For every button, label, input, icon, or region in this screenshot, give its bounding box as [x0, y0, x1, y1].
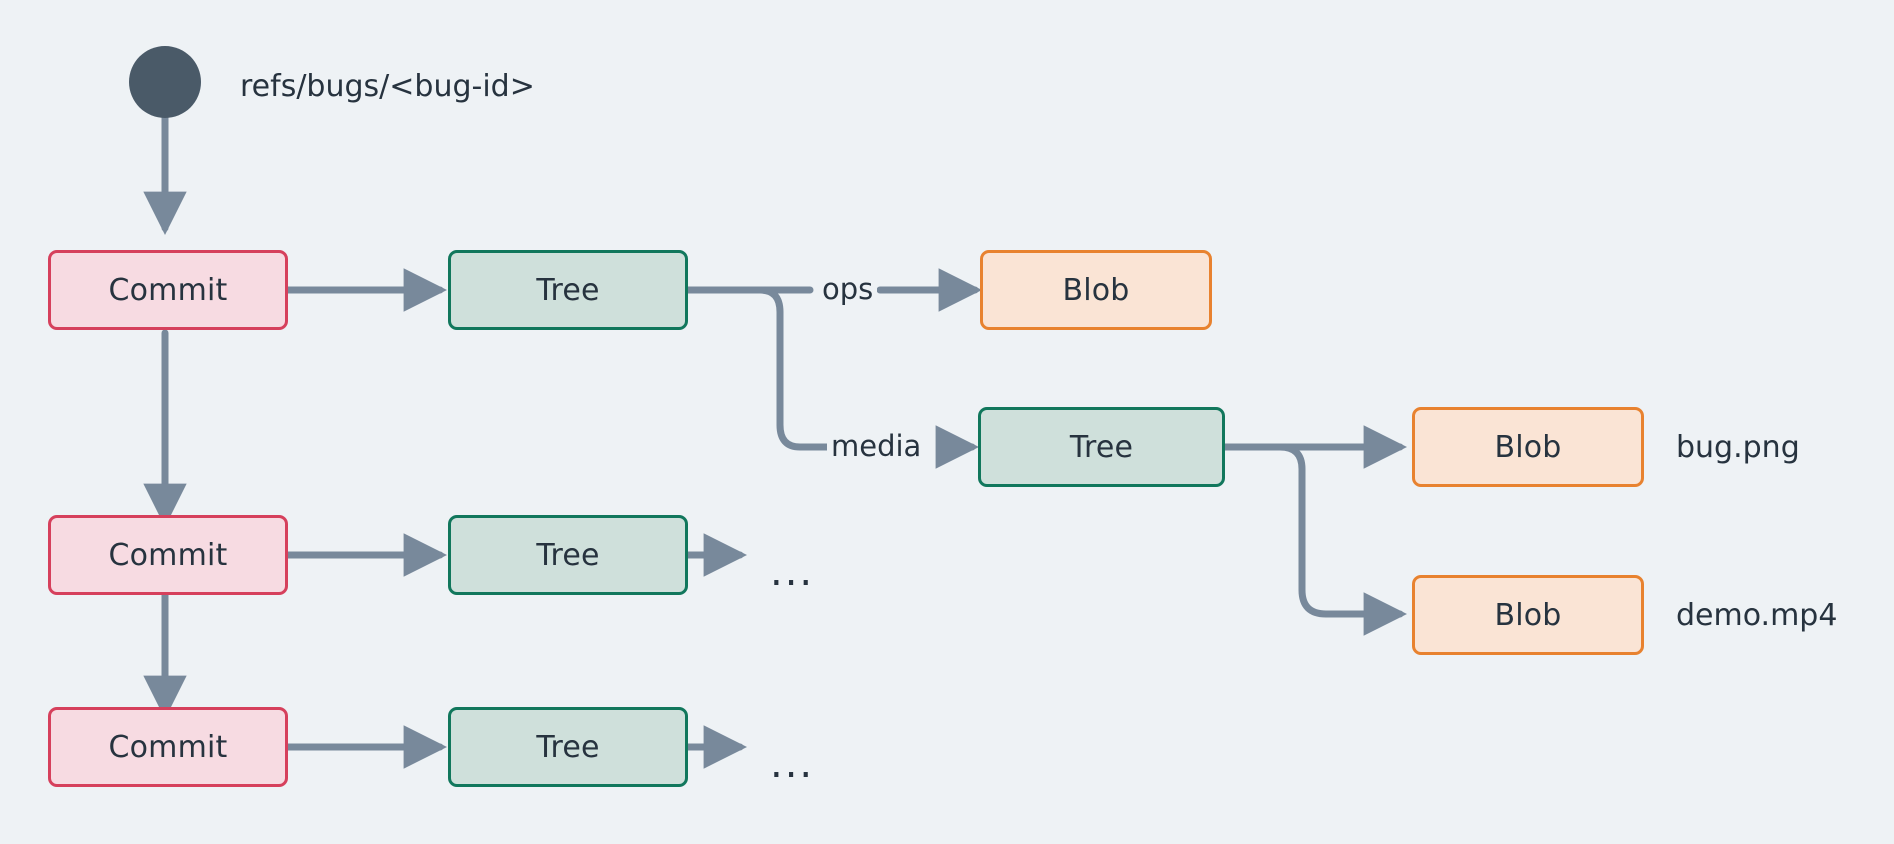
node-tree-1[interactable]: Tree: [448, 250, 688, 330]
edge-tree1-to-media-label: [684, 286, 834, 451]
node-commit-3[interactable]: Commit: [48, 707, 288, 787]
edge-label-media: media: [827, 432, 926, 461]
node-blob-ops[interactable]: Blob: [980, 250, 1212, 330]
node-blob-demo-mp4[interactable]: Blob: [1412, 575, 1644, 655]
node-blob-bug-png-label: Blob: [1494, 429, 1562, 465]
edge-label-ops: ops: [818, 275, 878, 304]
ref-dot: [129, 46, 201, 118]
node-commit-1-label: Commit: [108, 272, 228, 308]
node-commit-2[interactable]: Commit: [48, 515, 288, 595]
node-tree-3-label: Tree: [536, 729, 600, 765]
node-tree-2-label: Tree: [536, 537, 600, 573]
ellipsis-row-3: ...: [770, 741, 815, 787]
file-label-bug-png: bug.png: [1676, 430, 1800, 465]
node-blob-bug-png[interactable]: Blob: [1412, 407, 1644, 487]
node-tree-media[interactable]: Tree: [978, 407, 1225, 487]
file-label-demo-mp4: demo.mp4: [1676, 598, 1838, 633]
node-tree-1-label: Tree: [536, 272, 600, 308]
node-tree-2[interactable]: Tree: [448, 515, 688, 595]
node-commit-2-label: Commit: [108, 537, 228, 573]
node-tree-media-label: Tree: [1069, 429, 1134, 465]
node-blob-ops-label: Blob: [1062, 272, 1130, 308]
node-commit-1[interactable]: Commit: [48, 250, 288, 330]
node-tree-3[interactable]: Tree: [448, 707, 688, 787]
edge-treemedia-to-blob-demomp4: [1221, 443, 1408, 636]
node-commit-3-label: Commit: [108, 729, 228, 765]
ref-label: refs/bugs/<bug-id>: [240, 69, 535, 104]
ellipsis-row-2: ...: [770, 549, 815, 595]
node-blob-demo-mp4-label: Blob: [1494, 597, 1562, 633]
